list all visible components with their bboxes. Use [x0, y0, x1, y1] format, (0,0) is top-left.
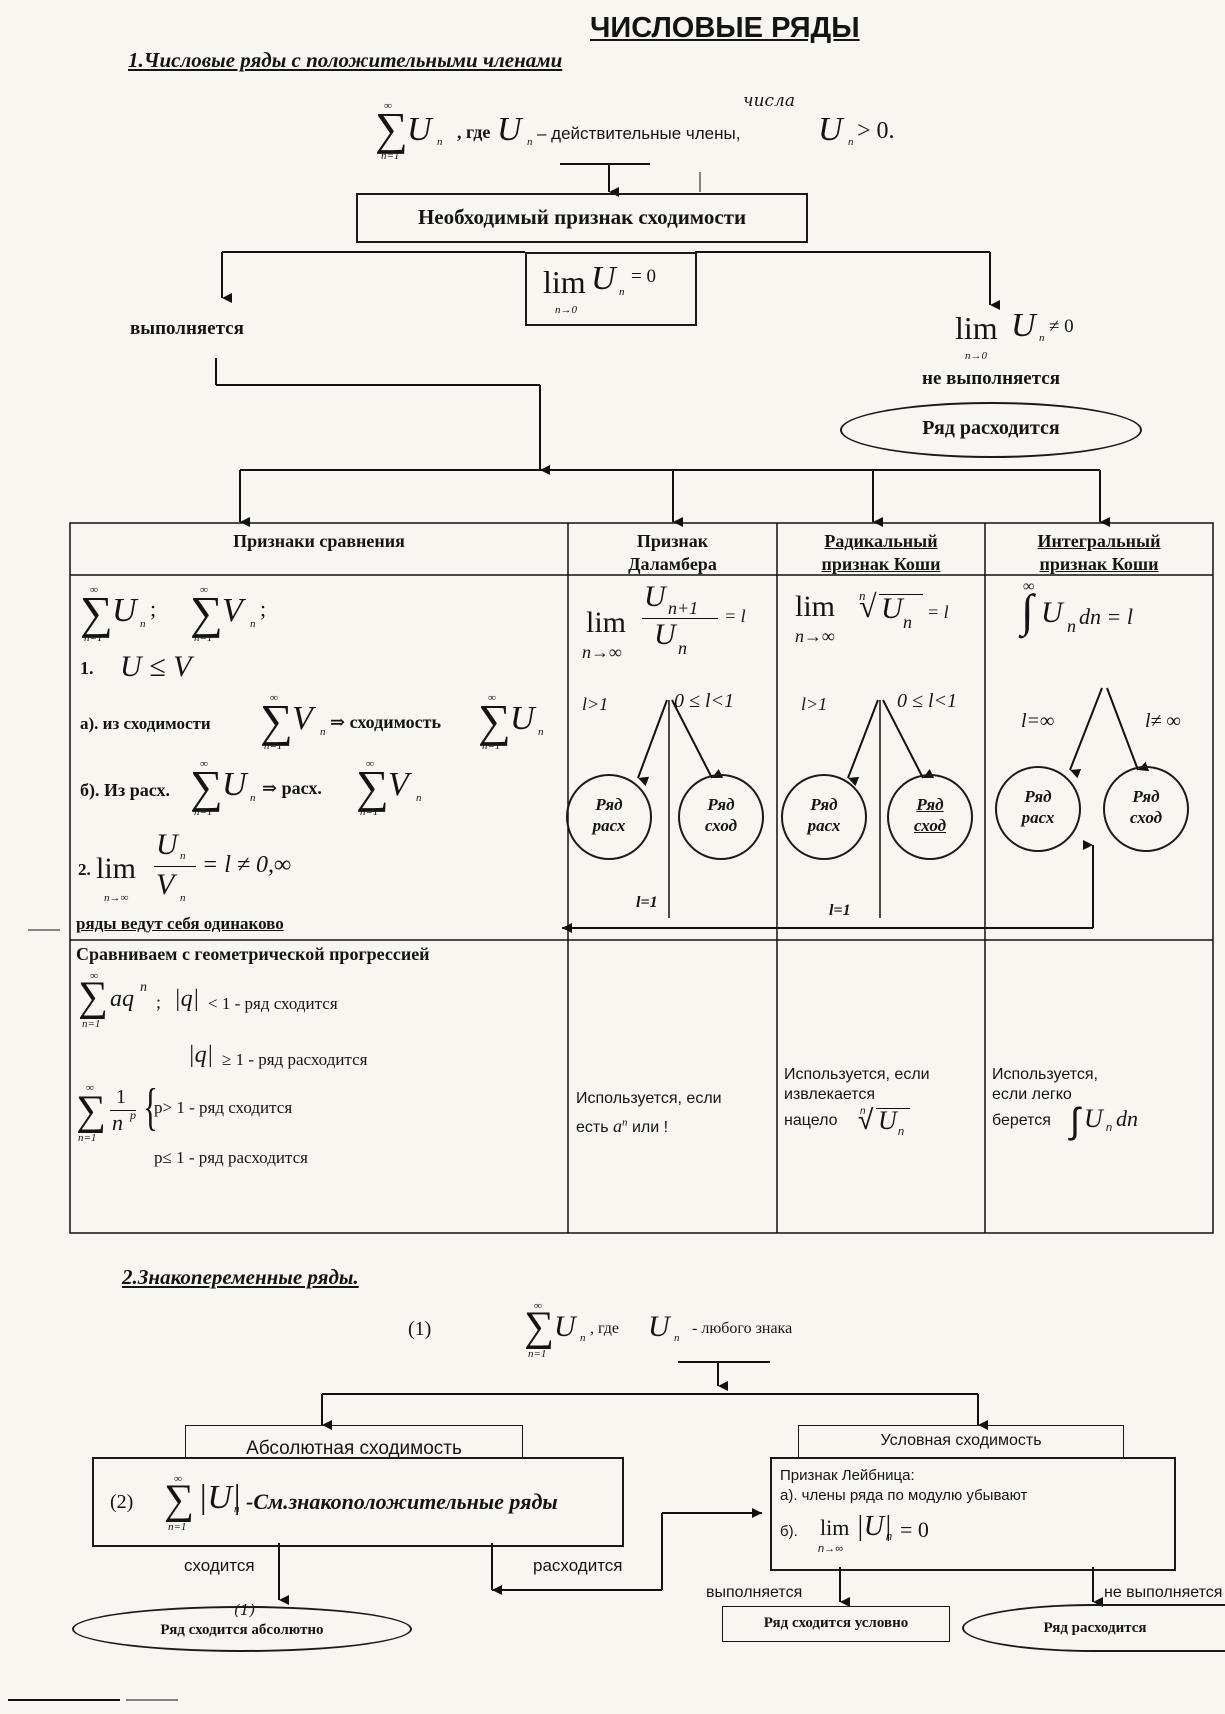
- radical-usage: Используется, если извлекается нацело n …: [784, 1066, 930, 1138]
- series-formula: ∞ ∑ n=1 U n , где U n – действительные ч…: [375, 91, 895, 162]
- dalembert-converges-circle: Ряд сход: [678, 774, 764, 860]
- integral-usage: Используется, если легко берется ∫ U n d…: [992, 1066, 1138, 1141]
- diverges-label: расходится: [533, 1556, 623, 1575]
- section1-heading: 1.Числовые ряды с положительными членами: [128, 48, 563, 72]
- fulfilled-label: выполняется: [130, 318, 244, 339]
- header-cauchy-radical: Радикальный признак Коши: [821, 531, 941, 574]
- dalembert-usage: Используется, если есть an или !: [576, 1090, 722, 1136]
- leibniz-not-fulfilled-label: не выполняется: [1104, 1584, 1223, 1601]
- not-fulfilled-label: не выполняется: [922, 368, 1061, 389]
- comparison-cell: ∞ ∑ n=1 U n ; ∞ ∑ n=1 V n ; 1. U ≤ V а).…: [76, 584, 544, 933]
- radical-diverges-circle: Ряд расх: [781, 774, 867, 860]
- necessary-test-box: Необходимый признак сходимости: [356, 193, 808, 243]
- converges-label: сходится: [184, 1556, 255, 1575]
- limit-nonzero: lim U n ≠ 0 n→0: [955, 307, 1074, 362]
- integral-converges-circle: Ряд сход: [1103, 766, 1189, 852]
- integral-diverges-circle: Ряд расх: [995, 766, 1081, 852]
- header-dalembert: Признак Даламбера: [628, 531, 717, 574]
- radical-converges-circle: Ряд сход: [887, 774, 973, 860]
- section2-heading: 2.Знакопеременные ряды.: [122, 1265, 359, 1289]
- integral-cell: ∞ ∫ U n dn = l l=∞ l≠ ∞ Ряд расх Ряд схо…: [985, 576, 1213, 940]
- dalembert-cell: lim n→∞ U n+1 U n = l l>1 0 ≤ l<1 Ряд ра…: [566, 576, 777, 940]
- leibniz-box: Признак Лейбница: а). члены ряда по моду…: [770, 1457, 1176, 1571]
- absolute-series-box: (2) ∞ ∑ n=1 |U| n -См.знакоположительные…: [92, 1457, 624, 1547]
- absolute-convergence-box: Абсолютная сходимость: [185, 1425, 523, 1459]
- dalembert-diverges-circle: Ряд расх: [566, 774, 652, 860]
- leibniz-fulfilled-label: выполняется: [706, 1584, 803, 1601]
- page-title: ЧИСЛОВЫЕ РЯДЫ: [590, 12, 860, 44]
- header-comparison: Признаки сравнения: [233, 531, 405, 551]
- absolutely-converges-oval: Ряд сходится абсолютно (1): [72, 1601, 412, 1652]
- conditionally-converges-box: Ряд сходится условно: [722, 1606, 950, 1642]
- radical-cell: lim n→∞ n √ U n = l l>1 0 ≤ l<1 Ряд расх…: [777, 576, 985, 940]
- header-cauchy-integral: Интегральный признак Коши: [1037, 531, 1161, 574]
- geometric-cell: Сравниваем с геометрической прогрессией …: [76, 944, 430, 1167]
- diverges-oval-2: Ряд расходится: [962, 1604, 1225, 1652]
- diverges-oval: Ряд расходится: [840, 402, 1142, 458]
- limit-zero-box: lim U n = 0 n→0: [525, 252, 697, 326]
- conditional-convergence-box: Условная сходимость: [798, 1425, 1124, 1459]
- alternating-series-formula: (1) ∞ ∑ n=1 U n , где U n - любого знака: [408, 1300, 793, 1360]
